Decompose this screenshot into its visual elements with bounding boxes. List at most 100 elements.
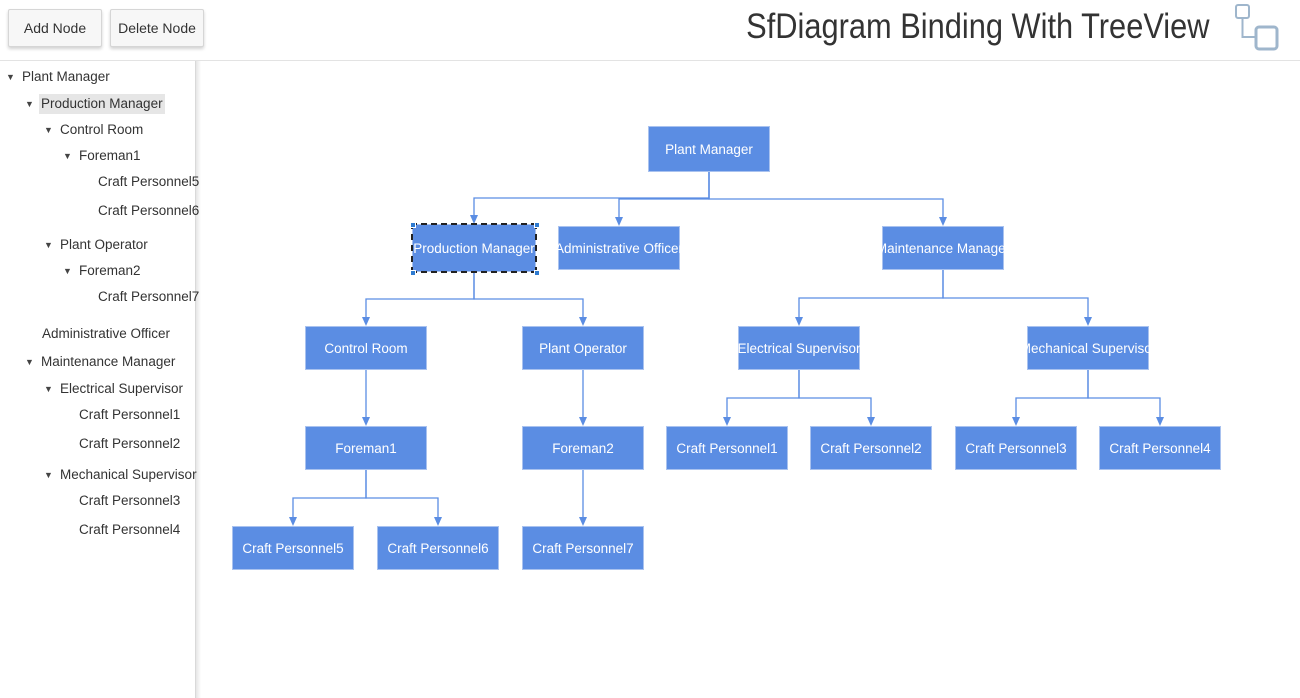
connector-maintenance-manager[interactable] (708, 172, 944, 219)
diagram-node-label: Craft Personnel7 (532, 540, 634, 556)
arrow-head-icon (615, 217, 623, 226)
diagram-node-control-room[interactable]: Control Room (305, 326, 427, 370)
tree-item-maintenance-manager[interactable]: ▼Maintenance Manager (25, 352, 177, 372)
tree-item-craft-personnel5[interactable]: Craft Personnel5 (98, 174, 200, 189)
resize-handle[interactable] (410, 222, 416, 228)
tree-item-craft-personnel2[interactable]: Craft Personnel2 (79, 436, 181, 451)
connector-mechanical-supervisor[interactable] (942, 270, 1089, 319)
tree-item-craft-personnel6[interactable]: Craft Personnel6 (98, 203, 200, 218)
diagram-node-label: Maintenance Manager (875, 240, 1011, 256)
diagram-node-plant-operator[interactable]: Plant Operator (522, 326, 644, 370)
tree-item-craft-personnel3[interactable]: Craft Personnel3 (79, 493, 181, 508)
diagram-node-label: Craft Personnel2 (820, 440, 922, 456)
caret-down-icon[interactable]: ▼ (44, 240, 53, 250)
diagram-node-label: Craft Personnel3 (965, 440, 1067, 456)
arrow-head-icon (289, 517, 297, 526)
arrow-head-icon (434, 517, 442, 526)
diagram-node-label: Electrical Supervisor (737, 340, 861, 356)
arrow-head-icon (795, 317, 803, 326)
diagram-node-label: Foreman2 (552, 440, 614, 456)
diagram-node-administrative-officer[interactable]: Administrative Officer (554, 226, 684, 270)
tree-item-craft-personnel4[interactable]: Craft Personnel4 (79, 522, 181, 537)
diagram-node-maintenance-manager[interactable]: Maintenance Manager (876, 226, 1010, 270)
diagram-node-label: Craft Personnel4 (1109, 440, 1211, 456)
tree-item-administrative-officer[interactable]: Administrative Officer (42, 326, 171, 341)
diagram-node-label: Administrative Officer (554, 240, 684, 256)
diagram-node-label: Foreman1 (335, 440, 397, 456)
arrow-head-icon (579, 417, 587, 426)
diagram-node-label: Plant Operator (539, 340, 627, 356)
diagram-node-craft-personnel1[interactable]: Craft Personnel1 (666, 426, 788, 470)
caret-down-icon[interactable]: ▼ (63, 151, 72, 161)
connector-control-room[interactable] (365, 272, 475, 319)
tree-item-craft-personnel7[interactable]: Craft Personnel7 (98, 289, 200, 304)
connector-production-manager[interactable] (473, 172, 710, 217)
arrow-head-icon (1156, 417, 1164, 426)
connector-administrative-officer[interactable] (618, 172, 710, 219)
diagram-node-label: Production Manager (413, 240, 535, 256)
diagram-connectors (289, 172, 1164, 526)
arrow-head-icon (723, 417, 731, 426)
connector-craft-personnel3[interactable] (1015, 370, 1089, 419)
diagram-node-label: Mechanical Supervisor (1019, 340, 1157, 356)
connector-craft-personnel1[interactable] (726, 370, 800, 419)
tree-item-foreman2[interactable]: ▼Foreman2 (63, 261, 143, 281)
arrow-head-icon (362, 417, 370, 426)
tree-item-foreman1[interactable]: ▼Foreman1 (63, 146, 143, 166)
arrow-head-icon (579, 317, 587, 326)
arrow-head-icon (939, 217, 947, 226)
diagram-node-label: Craft Personnel1 (676, 440, 778, 456)
diagram-node-label: Plant Manager (665, 141, 753, 157)
diagram-node-electrical-supervisor[interactable]: Electrical Supervisor (737, 326, 861, 370)
tree-item-craft-personnel1[interactable]: Craft Personnel1 (79, 407, 181, 422)
resize-handle[interactable] (410, 270, 416, 276)
tree-item-production-manager[interactable]: ▼Production Manager (25, 94, 165, 114)
tree-item-plant-operator[interactable]: ▼Plant Operator (44, 235, 150, 255)
arrow-head-icon (579, 517, 587, 526)
connector-electrical-supervisor[interactable] (798, 270, 944, 319)
diagram-node-craft-personnel3[interactable]: Craft Personnel3 (955, 426, 1077, 470)
caret-down-icon[interactable]: ▼ (44, 125, 53, 135)
caret-down-icon[interactable]: ▼ (44, 470, 53, 480)
diagram-node-label: Craft Personnel5 (242, 540, 344, 556)
connector-craft-personnel5[interactable] (292, 470, 367, 519)
connector-plant-operator[interactable] (473, 272, 584, 319)
connector-craft-personnel4[interactable] (1087, 370, 1161, 419)
arrow-head-icon (362, 317, 370, 326)
diagram-node-craft-personnel4[interactable]: Craft Personnel4 (1099, 426, 1221, 470)
arrow-head-icon (1084, 317, 1092, 326)
caret-down-icon[interactable]: ▼ (63, 266, 72, 276)
diagram-node-foreman1[interactable]: Foreman1 (305, 426, 427, 470)
connector-craft-personnel6[interactable] (365, 470, 439, 519)
diagram-node-foreman2[interactable]: Foreman2 (522, 426, 644, 470)
diagram-node-plant-manager[interactable]: Plant Manager (648, 126, 770, 172)
delete-node-button[interactable]: Delete Node (110, 9, 204, 47)
diagram-node-craft-personnel7[interactable]: Craft Personnel7 (522, 526, 644, 570)
diagram-node-craft-personnel5[interactable]: Craft Personnel5 (232, 526, 354, 570)
caret-down-icon[interactable]: ▼ (6, 72, 15, 82)
caret-down-icon[interactable]: ▼ (44, 384, 53, 394)
connector-craft-personnel2[interactable] (798, 370, 872, 419)
arrow-head-icon (867, 417, 875, 426)
resize-handle[interactable] (534, 270, 540, 276)
tree-item-control-room[interactable]: ▼Control Room (44, 120, 145, 140)
caret-down-icon[interactable]: ▼ (25, 99, 34, 109)
tree-item-electrical-supervisor[interactable]: ▼Electrical Supervisor (44, 379, 185, 399)
tree-item-plant-manager[interactable]: ▼Plant Manager (6, 67, 112, 87)
diagram-node-label: Control Room (324, 340, 408, 356)
header-divider (0, 60, 1300, 61)
resize-handle[interactable] (534, 222, 540, 228)
arrow-head-icon (1012, 417, 1020, 426)
diagram-logo-icon (1235, 4, 1279, 51)
add-node-button[interactable]: Add Node (8, 9, 102, 47)
diagram-node-craft-personnel2[interactable]: Craft Personnel2 (810, 426, 932, 470)
tree-view[interactable]: ▼Plant Manager ▼Production Manager ▼Cont… (0, 61, 199, 698)
diagram-node-label: Craft Personnel6 (387, 540, 489, 556)
diagram-node-production-manager[interactable]: Production Manager (410, 222, 540, 276)
arrow-head-icon (470, 215, 478, 224)
tree-item-mechanical-supervisor[interactable]: ▼Mechanical Supervisor (44, 465, 199, 485)
diagram-node-mechanical-supervisor[interactable]: Mechanical Supervisor (1020, 326, 1156, 370)
caret-down-icon[interactable]: ▼ (25, 357, 34, 367)
diagram-node-craft-personnel6[interactable]: Craft Personnel6 (377, 526, 499, 570)
